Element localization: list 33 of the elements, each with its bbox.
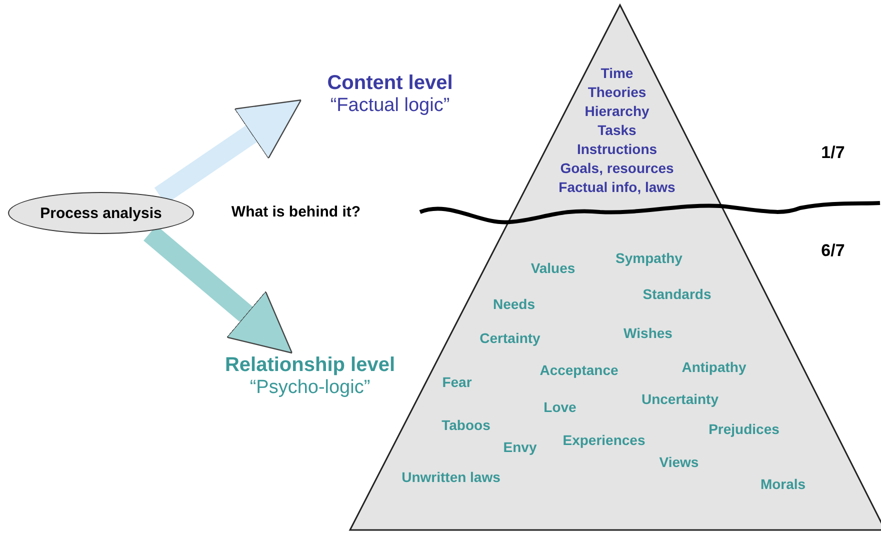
level-heading: Relationship level: [224, 354, 396, 377]
factor-label: Taboos: [442, 417, 490, 433]
factor-label: Hierarchy: [584, 103, 650, 119]
factor-label: Needs: [492, 296, 536, 312]
factor-label: Fear: [442, 374, 472, 390]
factor-label: Antipathy: [682, 359, 746, 375]
level-subtitle: “Factual logic”: [329, 95, 451, 117]
factor-label: Morals: [760, 476, 806, 492]
factor-label: Wishes: [624, 325, 672, 341]
factor-label: Prejudices: [708, 421, 780, 437]
factor-label: Unwritten laws: [402, 469, 500, 485]
factor-label: Instructions: [576, 141, 658, 157]
factor-label: Envy: [503, 439, 537, 455]
factor-label: Sympathy: [616, 250, 682, 266]
factor-label: Values: [530, 260, 576, 276]
factor-label: Time: [600, 65, 634, 81]
ratio-text: 6/7: [821, 241, 845, 261]
factor-label: Views: [659, 454, 699, 470]
process-ellipse: Process analysis: [8, 192, 194, 234]
factor-label: Tasks: [598, 122, 636, 138]
level-heading: Content level: [326, 72, 454, 95]
ratio-text: 1/7: [821, 143, 845, 163]
factor-label: Standards: [642, 286, 712, 302]
factor-label: Uncertainty: [641, 391, 719, 407]
factor-label: Acceptance: [540, 362, 618, 378]
factor-label: Goals, resources: [560, 160, 674, 176]
level-subtitle: “Psycho-logic”: [248, 377, 372, 399]
factor-label: Love: [544, 399, 576, 415]
factor-label: Experiences: [562, 432, 646, 448]
question-text: What is behind it?: [231, 204, 361, 220]
factor-label: Theories: [588, 84, 646, 100]
factor-label: Certainty: [480, 330, 540, 346]
factor-label: Factual info, laws: [558, 179, 676, 195]
